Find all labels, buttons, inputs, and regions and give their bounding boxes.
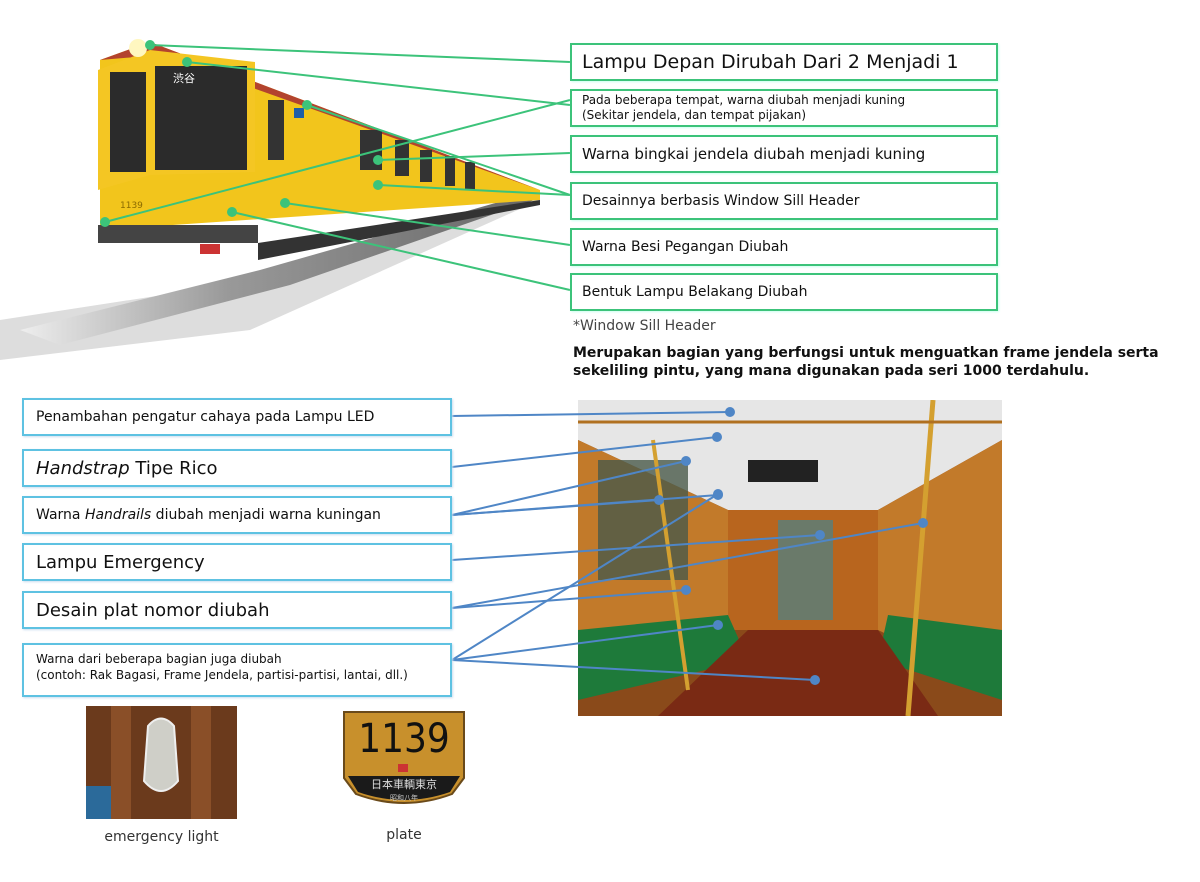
callout-text: Bentuk Lampu Belakang Diubah (582, 284, 808, 300)
callout-text: Lampu Emergency (36, 551, 205, 573)
leader-line (451, 460, 687, 516)
callout-text-line1: Warna dari beberapa bagian juga diubah (36, 652, 282, 666)
leader-dot (227, 207, 237, 217)
callout-text: Warna Besi Pegangan Diubah (582, 239, 789, 255)
callout-headlight: Lampu Depan Dirubah Dari 2 Menjadi 1 (570, 43, 998, 81)
leader-line (149, 44, 571, 63)
note-body: Merupakan bagian yang berfungsi untuk me… (573, 345, 1159, 379)
leader-dot (182, 57, 192, 67)
leader-line (451, 659, 816, 681)
leader-dot (681, 456, 691, 466)
callout-text: diubah menjadi warna kuningan (151, 507, 381, 523)
callout-text: Lampu Depan Dirubah Dari 2 Menjadi 1 (582, 51, 959, 73)
plate-sub: 昭和八年 (390, 793, 418, 802)
leader-dot (373, 155, 383, 165)
leader-line (451, 494, 719, 516)
callout-yellow-areas: Pada beberapa tempat, warna diubah menja… (570, 89, 998, 127)
leader-line (231, 211, 571, 291)
callout-text-line2: (contoh: Rak Bagasi, Frame Jendela, part… (36, 668, 408, 682)
leader-line (451, 493, 719, 661)
leader-dot (373, 180, 383, 190)
caption-emergency-light: emergency light (104, 829, 219, 845)
leader-line (451, 624, 719, 661)
callout-emergency-lamp: Lampu Emergency (22, 543, 452, 581)
callout-handrail-color: Warna Besi Pegangan Diubah (570, 228, 998, 266)
emergency-light-image (86, 706, 237, 819)
callout-text: Desain plat nomor diubah (36, 599, 270, 621)
number-plate-image: 1139 日本車輌東京 昭和八年 (343, 711, 465, 804)
callout-text-line1: Pada beberapa tempat, warna diubah menja… (582, 93, 906, 107)
callout-text: Penambahan pengatur cahaya pada Lampu LE… (36, 409, 375, 425)
leader-line (377, 184, 571, 196)
callout-part-colors: Warna dari beberapa bagian juga diubah (… (22, 643, 452, 697)
leader-line (284, 202, 571, 246)
caption-plate: plate (386, 827, 422, 843)
callout-window-frame: Warna bingkai jendela diubah menjadi kun… (570, 135, 998, 173)
leader-line (186, 61, 571, 106)
callout-text-pre: Warna (36, 507, 85, 523)
leader-dot (681, 585, 691, 595)
leader-line (451, 534, 821, 561)
car-number: 1139 (120, 201, 143, 211)
leader-dot (302, 100, 312, 110)
callout-text: Warna bingkai jendela diubah menjadi kun… (582, 145, 926, 163)
callout-text: Tipe Rico (129, 457, 218, 479)
note-heading: *Window Sill Header (573, 318, 716, 334)
callout-led-dimmer: Penambahan pengatur cahaya pada Lampu LE… (22, 398, 452, 436)
callout-handstrap: Handstrap Tipe Rico (22, 449, 452, 487)
callout-text-line2: (Sekitar jendela, dan tempat pijakan) (582, 108, 807, 122)
plate-inscription: 日本車輌東京 (371, 777, 437, 791)
leader-line (451, 436, 718, 468)
leader-dot (145, 40, 155, 50)
callout-plate-design: Desain plat nomor diubah (22, 591, 452, 629)
leader-dot (712, 432, 722, 442)
leader-dot (725, 407, 735, 417)
leader-dot (918, 518, 928, 528)
callout-italic: Handrails (84, 507, 152, 523)
leader-dot (815, 530, 825, 540)
leader-dot (100, 217, 110, 227)
leader-dot (713, 489, 723, 499)
callout-window-sill-header: Desainnya berbasis Window Sill Header (570, 182, 998, 220)
leader-dot (713, 620, 723, 630)
leader-line (377, 152, 571, 161)
leader-line (306, 104, 571, 196)
leader-dot (810, 675, 820, 685)
leader-dot (280, 198, 290, 208)
leader-line (451, 411, 731, 417)
leader-line (451, 589, 687, 609)
plate-number: 1139 (358, 716, 450, 762)
callout-italic: Handstrap (36, 457, 130, 479)
destination-sign: 渋谷 (173, 72, 195, 85)
callout-taillight: Bentuk Lampu Belakang Diubah (570, 273, 998, 311)
callout-handrails: Warna Handrails diubah menjadi warna kun… (22, 496, 452, 534)
leader-line (451, 522, 924, 609)
train-exterior-image: 渋谷 1139 (0, 39, 540, 360)
leader-line (104, 99, 571, 223)
callout-text: Desainnya berbasis Window Sill Header (582, 193, 860, 209)
